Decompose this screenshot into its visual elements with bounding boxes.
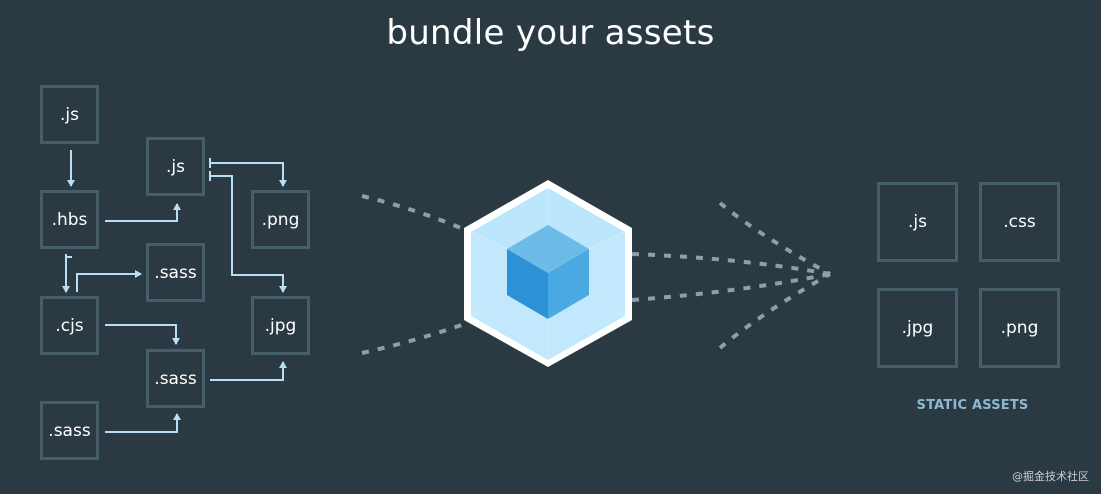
- edge-cjs-to-sass: [76, 270, 142, 292]
- dashed-arrow-upper: [718, 201, 831, 276]
- watermark: @掘金技术社区: [1012, 470, 1089, 483]
- edge-cjs-to-sass-b: [105, 324, 180, 345]
- dashed-out-bottom: [631, 272, 831, 302]
- dashed-arrow-lower: [718, 272, 831, 350]
- module-jpg: .jpg: [251, 296, 310, 355]
- webpack-cube-logo: [464, 180, 632, 367]
- page-title: bundle your assets: [386, 13, 715, 53]
- asset-png: .png: [979, 288, 1060, 368]
- edge-hbs-to-js: [105, 203, 181, 222]
- asset-jpg: .jpg: [877, 288, 958, 368]
- dashed-out-top: [631, 252, 831, 276]
- module-sass-b: .sass: [146, 349, 205, 408]
- asset-js: .js: [877, 182, 958, 262]
- asset-css: .css: [979, 182, 1060, 262]
- module-hbs: .hbs: [40, 190, 99, 249]
- module-sass-c: .sass: [40, 401, 99, 460]
- edge-sass-c-to-sass-b: [105, 413, 181, 433]
- edge-js-to-jpg: [210, 175, 287, 293]
- edge-js-to-png: [210, 162, 287, 187]
- dashed-in-top: [361, 194, 471, 234]
- dashed-in-bottom: [361, 320, 471, 355]
- module-sass-a: .sass: [146, 243, 205, 302]
- static-assets-caption: STATIC ASSETS: [916, 398, 1029, 413]
- edge-sass-to-jpg: [210, 361, 287, 381]
- module-js-b: .js: [146, 137, 205, 196]
- module-png: .png: [251, 190, 310, 249]
- module-js-a: .js: [40, 85, 99, 144]
- module-cjs: .cjs: [40, 296, 99, 355]
